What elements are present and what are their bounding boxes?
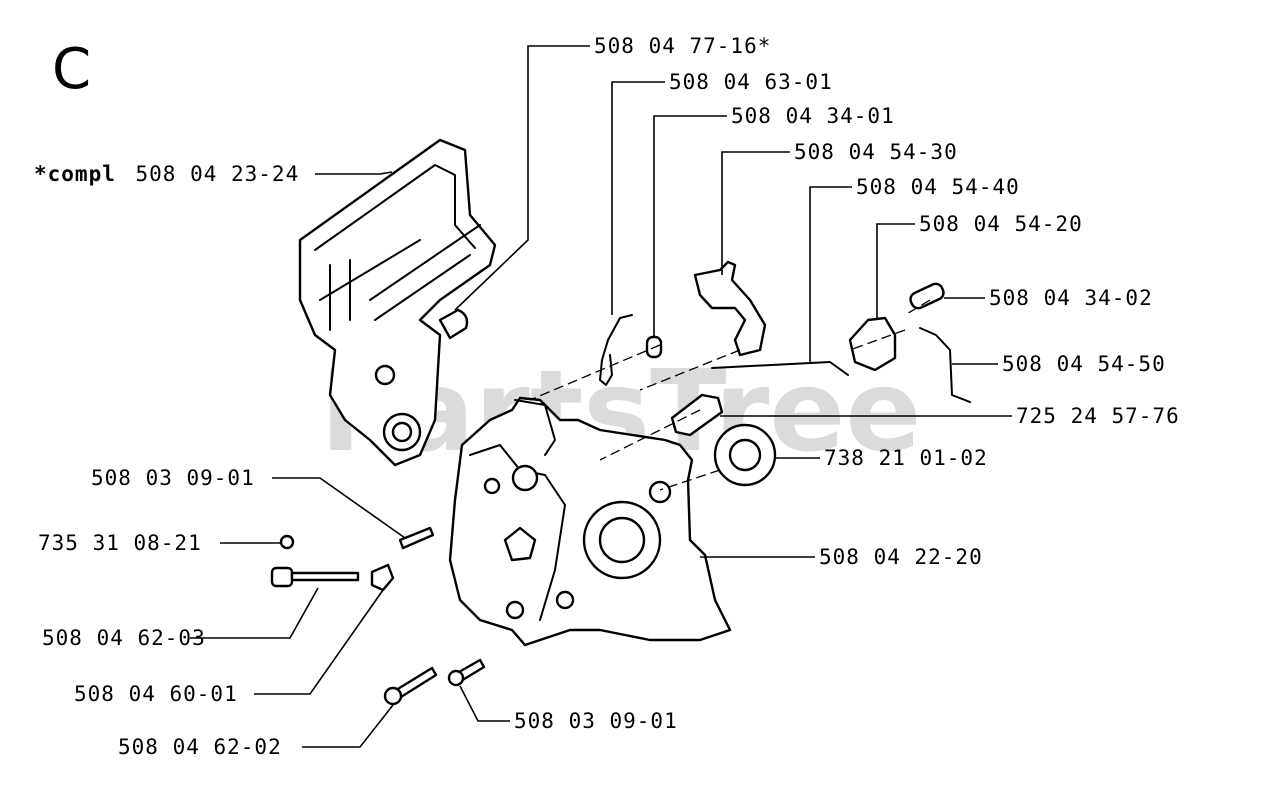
compl-prefix: *compl <box>34 162 116 186</box>
label-508-04-77-16: 508 04 77-16* <box>594 34 771 58</box>
screw-upper <box>398 526 435 550</box>
label-508-04-34-02: 508 04 34-02 <box>989 286 1153 310</box>
tensioner <box>370 563 395 592</box>
label-508-04-22-20: 508 04 22-20 <box>819 545 983 569</box>
label-508-04-54-20: 508 04 54-20 <box>919 212 1083 236</box>
label-508-04-54-50: 508 04 54-50 <box>1002 352 1166 376</box>
label-508-03-09-01-lower: 508 03 09-01 <box>514 709 678 733</box>
label-508-04-62-03: 508 04 62-03 <box>42 626 206 650</box>
chain-guard-cover <box>298 138 497 467</box>
nut <box>279 534 295 550</box>
label-508-03-09-01-upper: 508 03 09-01 <box>91 466 255 490</box>
leader-lines <box>190 45 1012 748</box>
label-508-04-34-01: 508 04 34-01 <box>731 104 895 128</box>
label-508-04-62-02: 508 04 62-02 <box>118 735 282 759</box>
bent-rod <box>919 327 971 403</box>
lever-plate <box>693 260 767 357</box>
label-738-21-01-02: 738 21 01-02 <box>824 446 988 470</box>
screw-lower-head <box>447 669 465 687</box>
axis-lines <box>529 299 931 491</box>
pin-large <box>909 282 945 310</box>
sleeve <box>670 393 724 437</box>
adjusting-screw <box>270 566 360 588</box>
main-housing <box>448 396 732 647</box>
link-rod <box>711 361 849 376</box>
compl-number: 508 04 23-24 <box>136 162 300 186</box>
label-508-04-63-01: 508 04 63-01 <box>669 70 833 94</box>
label-725-24-57-76: 725 24 57-76 <box>1016 404 1180 428</box>
label-compl: *compl 508 04 23-24 <box>34 162 299 186</box>
label-735-31-08-21: 735 31 08-21 <box>38 531 202 555</box>
bearing <box>713 423 777 487</box>
label-508-04-60-01: 508 04 60-01 <box>74 682 238 706</box>
bracket <box>848 316 897 372</box>
bolt-long-head <box>383 686 403 706</box>
label-508-04-54-30: 508 04 54-30 <box>794 140 958 164</box>
label-508-04-54-40: 508 04 54-40 <box>856 175 1020 199</box>
section-letter: C <box>52 37 91 102</box>
